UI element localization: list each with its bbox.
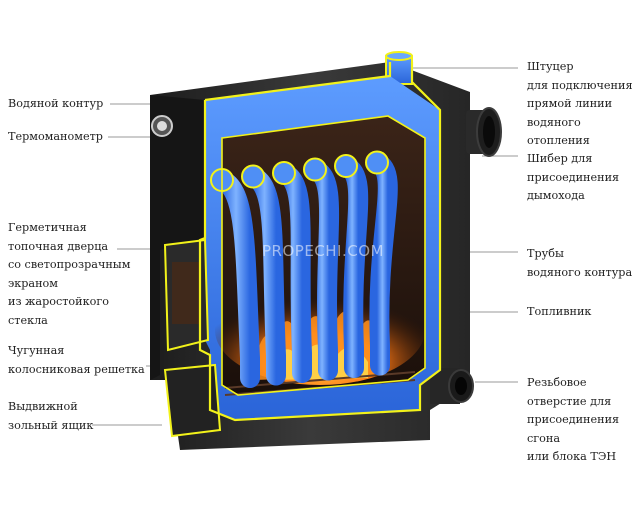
label-cast-iron-grate: Чугунная колосниковая решетка bbox=[8, 344, 145, 376]
label-thermomanometer: Термоманометр bbox=[8, 130, 103, 143]
cutaway-outline bbox=[198, 62, 442, 422]
pipe-inlet-ring bbox=[303, 157, 327, 182]
pipe-inlet-ring bbox=[365, 150, 389, 175]
label-fuel-chamber: Топливник bbox=[527, 305, 592, 318]
label-ash-drawer: Выдвижной зольный ящик bbox=[8, 400, 94, 432]
label-damper: Шибер для присоединения дымохода bbox=[527, 152, 620, 203]
pipe-inlet-ring bbox=[272, 161, 296, 185]
label-water-pipes: Трубы водяного контура bbox=[527, 247, 633, 279]
ash-drawer bbox=[163, 363, 222, 438]
pipe-inlet-ring bbox=[241, 164, 265, 189]
label-threaded-hole: Резьбовое отверстие для присоединения сг… bbox=[527, 376, 620, 464]
label-water-circuit: Водяной контур bbox=[8, 97, 104, 110]
water-pipes-group bbox=[210, 150, 398, 388]
label-outlet-fitting: Штуцер для подключения прямой линии водя… bbox=[527, 60, 633, 148]
label-firebox-door: Герметичная топочная дверца со светопроз… bbox=[8, 221, 131, 327]
water-pipe bbox=[367, 152, 398, 376]
watermark: PROPECHI.COM bbox=[262, 242, 384, 260]
pipe-inlet-ring bbox=[334, 154, 358, 178]
